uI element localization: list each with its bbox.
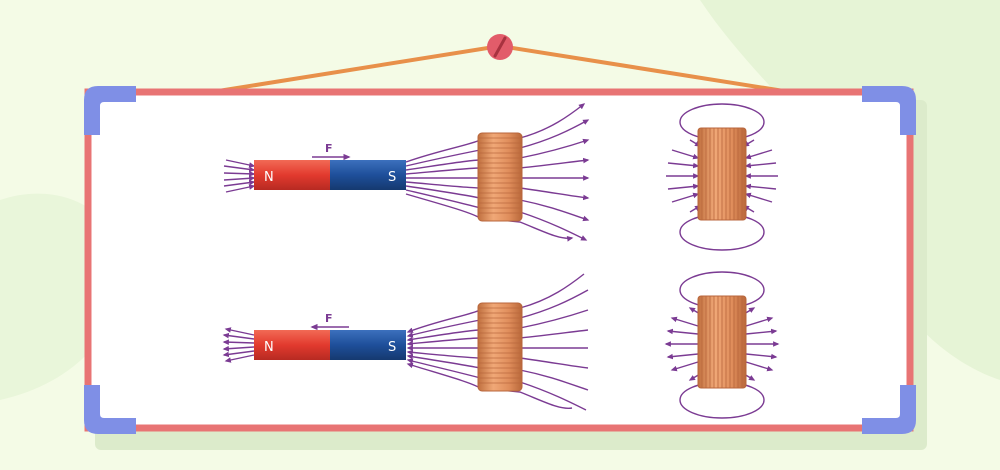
corner-cap-bottom-right xyxy=(862,385,916,434)
magnet-field-lines-left xyxy=(223,159,256,193)
coil-end-view xyxy=(697,127,747,221)
north-label: N xyxy=(264,170,274,185)
force-label: F xyxy=(325,312,333,325)
nail-icon xyxy=(487,34,513,60)
coil-end-view-field xyxy=(664,271,780,419)
magnet-field-lines-left xyxy=(222,327,255,363)
corner-cap-top-right xyxy=(862,86,916,135)
diagram-top: N S F xyxy=(223,103,778,251)
coil-side-view xyxy=(477,302,523,392)
corner-cap-top-left xyxy=(84,86,136,135)
diagram-bottom: N S F xyxy=(222,271,780,419)
magnet-north-pole xyxy=(254,160,330,190)
force-label: F xyxy=(325,142,333,155)
coil-end-view xyxy=(697,295,747,389)
north-label: N xyxy=(264,340,274,355)
south-label: S xyxy=(388,340,396,355)
magnet-south-pole xyxy=(330,160,406,190)
magnet-south-pole xyxy=(330,330,406,360)
magnet-north-pole xyxy=(254,330,330,360)
corner-cap-bottom-left xyxy=(84,385,136,434)
coil-side-view xyxy=(477,132,523,222)
south-label: S xyxy=(388,170,396,185)
